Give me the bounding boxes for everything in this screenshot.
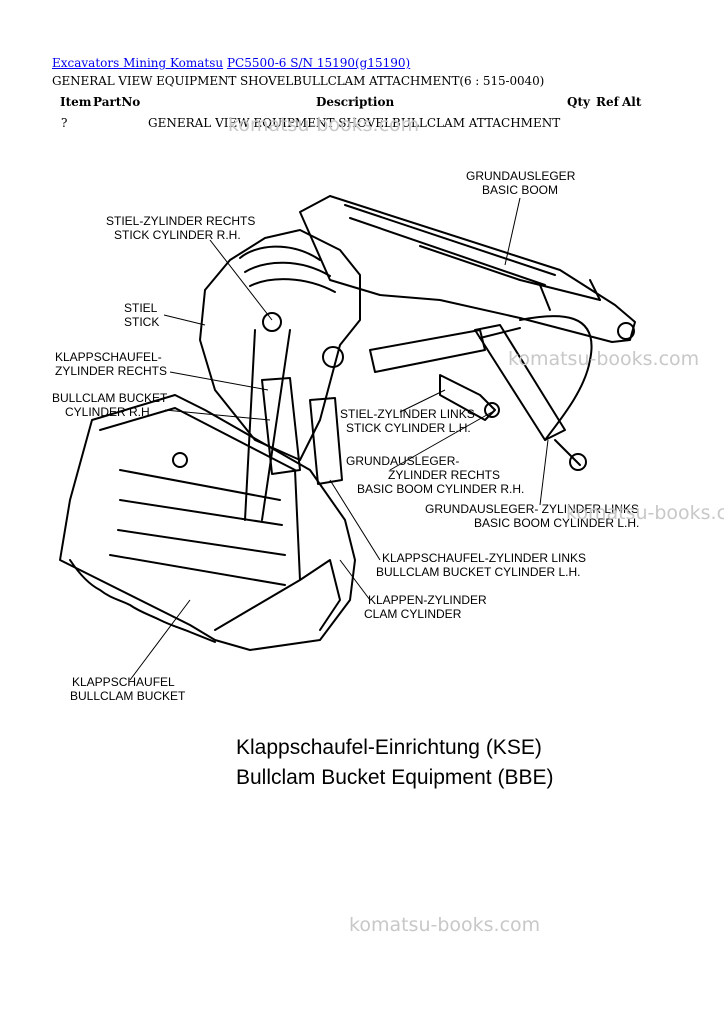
watermark: komatsu-books.com [508, 348, 700, 370]
watermark: komatsu-books.com [566, 502, 724, 524]
breadcrumb-link-model[interactable]: PC5500-6 S/N 15190(g15190) [226, 56, 411, 70]
watermark: komatsu-books.com [228, 114, 420, 136]
label-stick-cyl-lh-de: STIEL-ZYLINDER LINKS [340, 407, 475, 421]
label-stick-cyl-rh-en: STICK CYLINDER R.H. [114, 228, 241, 242]
bullclam-bucket-outline [59, 394, 356, 651]
header-qty: Qty [567, 95, 590, 109]
leader-bucket-cyl-rh-en [164, 409, 271, 421]
label-bullclam-cyl-lh-en: BULLCLAM BUCKET CYLINDER L.H. [376, 565, 581, 579]
label-bullclam-cyl-rh-en2: CYLINDER R.H. [65, 405, 153, 419]
label-basic-boom-de: GRUNDAUSLEGER [466, 169, 576, 183]
header-description: Description [316, 95, 395, 109]
leader-boom-cyl-rh [389, 411, 493, 471]
label-boom-cyl-rh-en: BASIC BOOM CYLINDER R.H. [357, 482, 524, 496]
header-item: Item [60, 95, 92, 109]
label-boom-cyl-rh-de1: GRUNDAUSLEGER- [346, 454, 459, 468]
label-stick-en: STICK [124, 315, 159, 329]
label-bullclam-cyl-rh-de1: KLAPPSCHAUFEL- [55, 350, 162, 364]
label-bucket-en: BULLCLAM BUCKET [70, 689, 186, 703]
bullclam-cylinder-lh [309, 397, 343, 485]
label-basic-boom-en: BASIC BOOM [482, 183, 558, 197]
leader-clam-cyl [339, 559, 371, 601]
leader-bucket [129, 599, 191, 681]
label-bucket-de: KLAPPSCHAUFEL [72, 675, 175, 689]
watermark: komatsu-books.com [349, 914, 541, 936]
header-partno: PartNo [93, 95, 141, 109]
label-bullclam-cyl-lh-de: KLAPPSCHAUFEL-ZYLINDER LINKS [382, 551, 586, 565]
label-clam-cyl-en: CLAM CYLINDER [364, 607, 462, 621]
basic-boom-cylinder [474, 324, 566, 441]
leader-stick-cyl-lh [399, 389, 446, 413]
breadcrumb-link-excavators[interactable]: Excavators Mining Komatsu [52, 56, 224, 70]
label-stick-cyl-lh-en: STICK CYLINDER L.H. [346, 421, 471, 435]
label-bullclam-cyl-rh-de2: ZYLINDER RECHTS [55, 364, 167, 378]
label-stick-cyl-rh-de: STIEL-ZYLINDER RECHTS [106, 214, 255, 228]
page-subtitle: GENERAL VIEW EQUIPMENT SHOVELBULLCLAM AT… [52, 74, 545, 88]
label-clam-cyl-de: KLAPPEN-ZYLINDER [368, 593, 487, 607]
leader-bullclam-cyl-rh [169, 371, 269, 391]
label-boom-cyl-lh-en: BASIC BOOM CYLINDER L.H. [474, 516, 639, 530]
bullclam-cylinder-rh [261, 377, 301, 475]
header-ref: Ref [596, 95, 619, 109]
stick-cylinder-rh [439, 374, 496, 421]
leader-basic-boom [504, 197, 521, 266]
caption-de: Klappschaufel-Einrichtung (KSE) [236, 736, 542, 759]
header-alt: Alt [622, 95, 642, 109]
basic-boom-outline [299, 195, 636, 343]
leader-boom-cyl-lh [539, 439, 549, 506]
leader-stick [163, 314, 206, 326]
row-description: GENERAL VIEW EQUIPMENT SHOVELBULLCLAM AT… [148, 116, 561, 130]
label-boom-cyl-rh-de2: ZYLINDER RECHTS [388, 468, 500, 482]
stick-cylinder-lh [369, 329, 486, 373]
leader-stick-cyl-rh [209, 239, 273, 321]
leader-bullclam-cyl-lh [329, 479, 381, 561]
caption-en: Bullclam Bucket Equipment (BBE) [236, 766, 553, 789]
breadcrumb: Excavators Mining Komatsu PC5500-6 S/N 1… [52, 56, 410, 70]
label-stick-de: STIEL [124, 301, 158, 315]
label-bullclam-cyl-rh-en1: BULLCLAM BUCKET [52, 391, 168, 405]
stick-outline [199, 229, 361, 461]
row-item: ? [61, 116, 68, 130]
label-boom-cyl-lh-de: GRUNDAUSLEGER- ZYLINDER LINKS [425, 502, 639, 516]
